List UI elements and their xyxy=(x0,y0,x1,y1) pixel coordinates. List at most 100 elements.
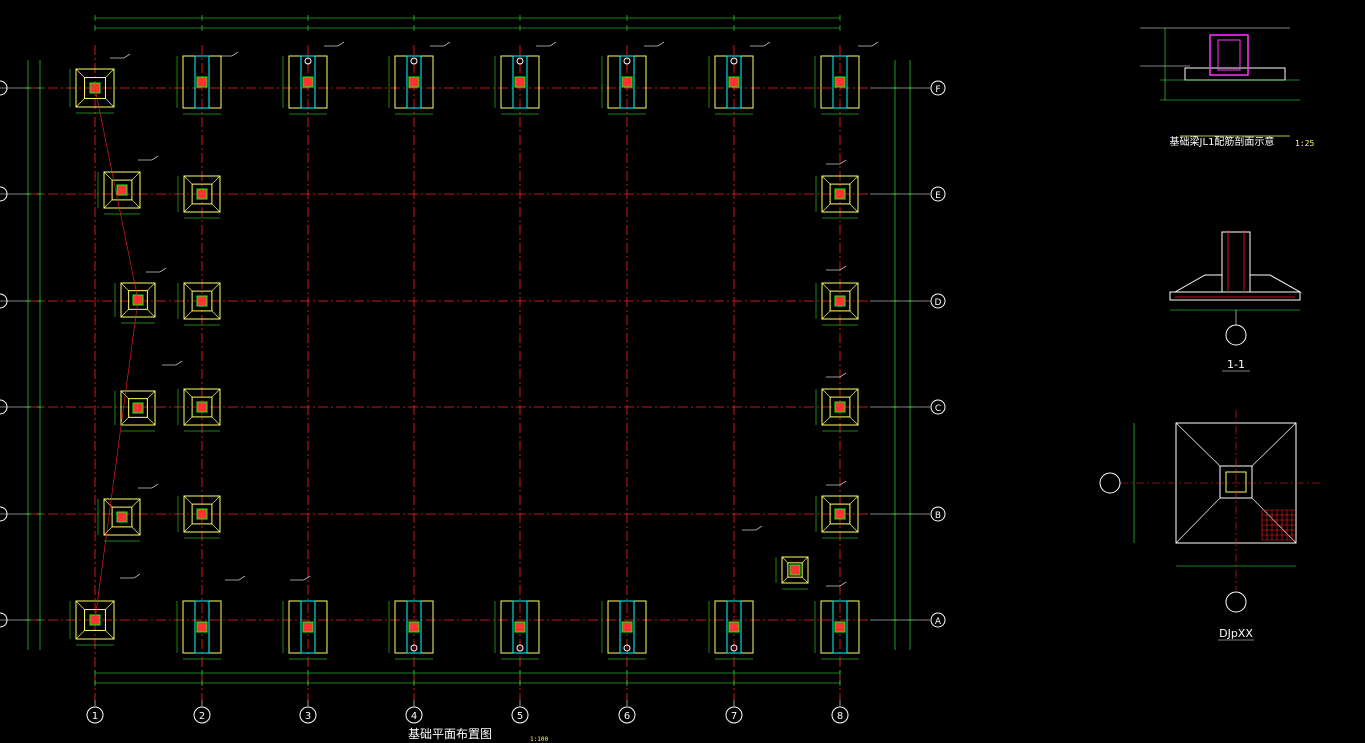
leader-line xyxy=(755,525,763,531)
column-section xyxy=(621,621,633,633)
axis-bubble-row xyxy=(930,506,946,522)
axis-bubble-left xyxy=(0,80,8,96)
axis-label-col: 3 xyxy=(305,711,311,722)
footing-pedestal xyxy=(191,183,213,205)
beam-core xyxy=(1217,39,1241,71)
section-1-1-detail xyxy=(1169,230,1302,372)
axis-bubble-left xyxy=(0,612,8,628)
leader-line xyxy=(763,41,771,47)
leader-line xyxy=(337,41,345,47)
column-section xyxy=(514,621,526,633)
leader-line xyxy=(549,41,557,47)
plan-title: 基础平面布置图 xyxy=(408,727,492,741)
column-section xyxy=(196,188,208,200)
footing-outline xyxy=(183,175,221,213)
axis-bubble-col xyxy=(299,706,317,724)
beam-section-detail xyxy=(1140,27,1300,137)
column-section xyxy=(834,295,846,307)
drain-pipe xyxy=(304,57,312,65)
footing-outline xyxy=(821,282,859,320)
footing-pedestal xyxy=(191,290,213,312)
footing-outline xyxy=(103,498,141,536)
beam-strip xyxy=(512,600,528,654)
axis-label-col: 4 xyxy=(411,711,417,722)
column-section xyxy=(408,76,420,88)
footing-outline xyxy=(183,388,221,426)
drain-pipe xyxy=(410,644,418,652)
axis-bubble-left xyxy=(0,293,8,309)
leader-line xyxy=(839,581,847,587)
column-section xyxy=(196,621,208,633)
footing-pedestal xyxy=(829,183,851,205)
axis-bubble-col xyxy=(831,706,849,724)
strip-footing xyxy=(176,55,222,115)
footing-pedestal xyxy=(128,398,148,418)
column-section xyxy=(302,621,314,633)
column-section xyxy=(196,401,208,413)
axis-label-row: D xyxy=(935,298,942,308)
leader-line xyxy=(303,575,311,581)
column-section xyxy=(302,76,314,88)
strip-footing xyxy=(494,600,540,660)
strip-footing xyxy=(282,600,328,660)
leader-line xyxy=(159,267,167,273)
footing-pedestal xyxy=(787,562,803,578)
footing-pedestal xyxy=(829,503,851,525)
footings xyxy=(69,55,860,660)
leader-line xyxy=(839,480,847,486)
column-section xyxy=(514,76,526,88)
footing-outline xyxy=(781,556,809,584)
axis-label-row: A xyxy=(935,617,942,627)
axis-label-col: 6 xyxy=(624,711,630,722)
beam-strip xyxy=(512,55,528,109)
axis-label-col: 7 xyxy=(731,711,737,722)
footing-pedestal xyxy=(84,609,106,631)
column-section xyxy=(789,564,801,576)
tie-line xyxy=(94,87,139,301)
column-section xyxy=(132,402,144,414)
footing-outline xyxy=(821,388,859,426)
axis-bubble-col xyxy=(618,706,636,724)
axis-bubble-row xyxy=(930,612,946,628)
footing-outline xyxy=(183,282,221,320)
beam-strip xyxy=(726,600,742,654)
footing-outline xyxy=(821,175,859,213)
strip-footing xyxy=(708,600,754,660)
strip-footing xyxy=(494,55,540,115)
footing-base xyxy=(1169,291,1301,301)
drain-pipe xyxy=(623,57,631,65)
strip-footing xyxy=(814,55,860,115)
beam-outline xyxy=(1209,34,1249,76)
column-section xyxy=(834,188,846,200)
square-footing xyxy=(177,388,221,432)
leader-line xyxy=(151,155,159,161)
beam-strip xyxy=(194,55,210,109)
axis-label-row: E xyxy=(935,191,941,201)
beam-strip xyxy=(832,600,848,654)
footing-outline xyxy=(120,282,156,318)
axis-bubble-row xyxy=(930,186,946,202)
beam-strip xyxy=(406,600,422,654)
drain-pipe xyxy=(516,57,524,65)
column-section xyxy=(834,508,846,520)
footing-pedestal xyxy=(128,290,148,310)
axis-bubble-col xyxy=(511,706,529,724)
square-footing xyxy=(815,495,859,539)
axis-bubble-row xyxy=(930,293,946,309)
drain-pipe xyxy=(730,57,738,65)
drain-pipe xyxy=(623,644,631,652)
beam-strip xyxy=(619,55,635,109)
footing-pedestal xyxy=(111,506,133,528)
square-footing xyxy=(97,171,141,215)
column-section xyxy=(196,76,208,88)
beam-strip xyxy=(832,55,848,109)
beam-strip xyxy=(406,55,422,109)
leader-line xyxy=(839,159,847,165)
section-1-1-title: 1-1 xyxy=(1227,358,1245,371)
leader-line xyxy=(123,53,131,59)
grid-lines xyxy=(0,45,930,706)
column-section xyxy=(834,76,846,88)
